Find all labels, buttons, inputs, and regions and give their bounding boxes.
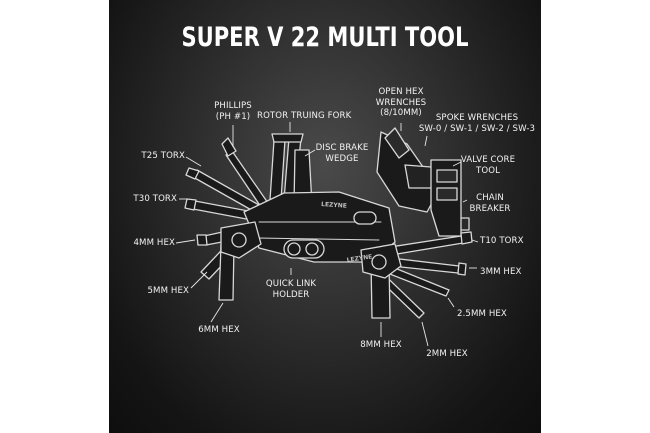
brand-text-right: LEZYNE	[346, 253, 372, 264]
label-2mm-hex: 2MM HEX	[426, 349, 468, 359]
brand-text-left: LEZYNE	[321, 201, 347, 210]
valve-core-chain-breaker	[430, 159, 470, 237]
leader-t10	[471, 239, 479, 243]
label-phillips-line1: PHILLIPS	[214, 101, 252, 111]
left-bit-holder	[220, 221, 262, 259]
label-open-hex-line3: (8/10MM)	[380, 108, 422, 118]
label-valve-core-line2: TOOL	[476, 165, 500, 176]
t25-torx-bit	[185, 167, 260, 213]
leader-2mm	[421, 321, 429, 347]
leader-5mm	[190, 271, 208, 289]
label-valve-core-line1: VALVE CORE	[460, 155, 516, 165]
label-rotor-truing-fork: ROTOR TRUING FORK	[257, 111, 352, 121]
leader-t25	[185, 156, 202, 167]
label-disc-brake-wedge: DISC BRAKE WEDGE	[310, 143, 374, 164]
label-open-hex-line1: OPEN HEX	[378, 87, 424, 97]
label-2-5mm-hex: 2.5MM HEX	[457, 309, 507, 319]
label-quick-link-line2: HOLDER	[272, 289, 310, 300]
label-3mm-hex: 3MM HEX	[480, 267, 522, 277]
multi-tool-illustration: LEZYNE LEZYNE	[175, 122, 479, 347]
label-phillips-line2: (PH #1)	[215, 111, 251, 122]
label-5mm-hex: 5MM HEX	[147, 286, 189, 296]
label-chain-breaker: CHAIN BREAKER	[463, 193, 517, 214]
leader-spoke	[424, 135, 428, 147]
leader-lines	[175, 122, 479, 347]
diagram-panel: LEZYNE LEZYNE SUPER V 22 MULTI TOOL PHIL…	[109, 0, 541, 433]
leader-2-5mm	[447, 297, 455, 308]
label-disc-brake-line2: WEDGE	[325, 153, 359, 164]
diagram-title: SUPER V 22 MULTI TOOL	[181, 22, 469, 53]
tool-body	[243, 191, 396, 263]
label-t25-torx: T25 TORX	[141, 151, 185, 161]
label-quick-link-holder: QUICK LINK HOLDER	[259, 279, 323, 300]
label-spoke-wrenches: SPOKE WRENCHES SW-0 / SW-1 / SW-2 / SW-3	[413, 113, 541, 134]
leader-disc-brake	[304, 149, 316, 157]
label-quick-link-line1: QUICK LINK	[265, 279, 317, 289]
label-open-hex-wrenches: OPEN HEX WRENCHES (8/10MM)	[367, 87, 435, 119]
label-valve-core-tool: VALVE CORE TOOL	[455, 155, 521, 176]
label-8mm-hex: 8MM HEX	[360, 340, 402, 350]
leader-valve-core	[452, 161, 462, 167]
leader-4mm	[175, 239, 196, 244]
label-open-hex-line2: WRENCHES	[375, 97, 427, 108]
leader-6mm	[210, 302, 224, 323]
label-t10-torx: T10 TORX	[480, 236, 524, 246]
label-4mm-hex: 4MM HEX	[133, 238, 175, 248]
leader-chain-breaker	[462, 199, 468, 203]
label-t30-torx: T30 TORX	[133, 194, 177, 204]
label-spoke-line2: SW-0 / SW-1 / SW-2 / SW-3	[418, 123, 536, 134]
right-bit-holder	[360, 243, 402, 279]
label-chain-breaker-line1: CHAIN	[476, 193, 504, 203]
label-disc-brake-line1: DISC BRAKE	[315, 143, 369, 153]
label-chain-breaker-line2: BREAKER	[469, 203, 511, 214]
label-spoke-line1: SPOKE WRENCHES	[435, 113, 519, 123]
label-phillips: PHILLIPS (PH #1)	[203, 101, 263, 122]
label-6mm-hex: 6MM HEX	[198, 325, 240, 335]
